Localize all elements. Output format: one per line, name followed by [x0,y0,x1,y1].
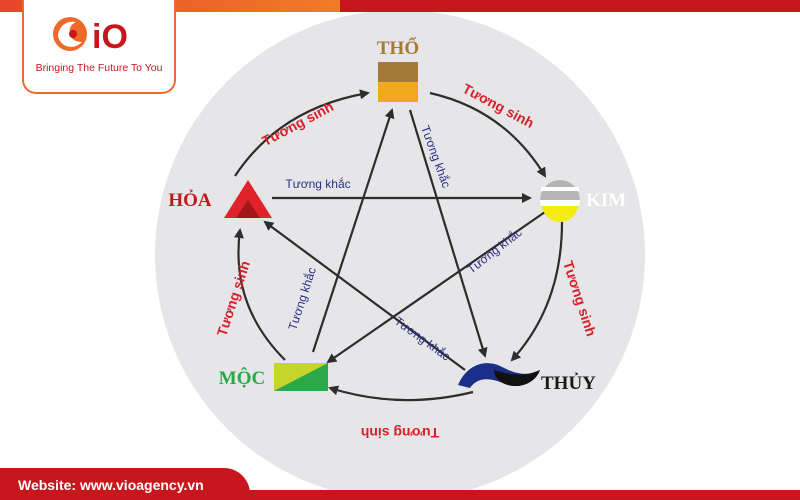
arrow-tho-to-kim [429,91,547,178]
controlling-star [263,108,546,371]
arrow-kim-to-moc [326,211,546,364]
kim-icon [540,180,580,223]
arrow-hoa-to-tho [234,89,370,177]
arrow-kim-to-thuy [510,221,564,362]
tho-icon [378,62,418,102]
label-tho: THỔ [377,37,419,59]
arrow-thuy-to-hoa [263,220,466,371]
website-text[interactable]: Website: www.vioagency.vn [18,477,204,493]
label-hoa: HỎA [168,189,212,211]
label-thuy: THỦY [541,372,596,394]
arrow-thuy-to-moc [328,385,474,402]
brand-tagline: Bringing The Future To You [35,62,163,74]
arrow-moc-to-tho [311,108,395,353]
thuy-icon [458,363,540,388]
arrow-tho-to-thuy [408,109,488,358]
footer-bar [0,490,800,500]
footer-pill [0,468,250,500]
label-kim: KIM [586,190,626,211]
moc-icon [274,363,328,391]
logo-text: iO [92,18,128,56]
label-moc: MỘC [219,367,265,389]
arrow-moc-to-hoa [233,228,286,361]
logo-box: iO Bringing The Future To You [22,0,176,94]
ctl-label-hoa-kim: Tương khắc [285,176,350,191]
vio-logo-icon: iO [53,17,128,56]
hoa-icon [224,180,272,218]
generating-cycle [233,89,564,402]
gen-label-thuy-moc: Tương sinh [361,425,439,441]
